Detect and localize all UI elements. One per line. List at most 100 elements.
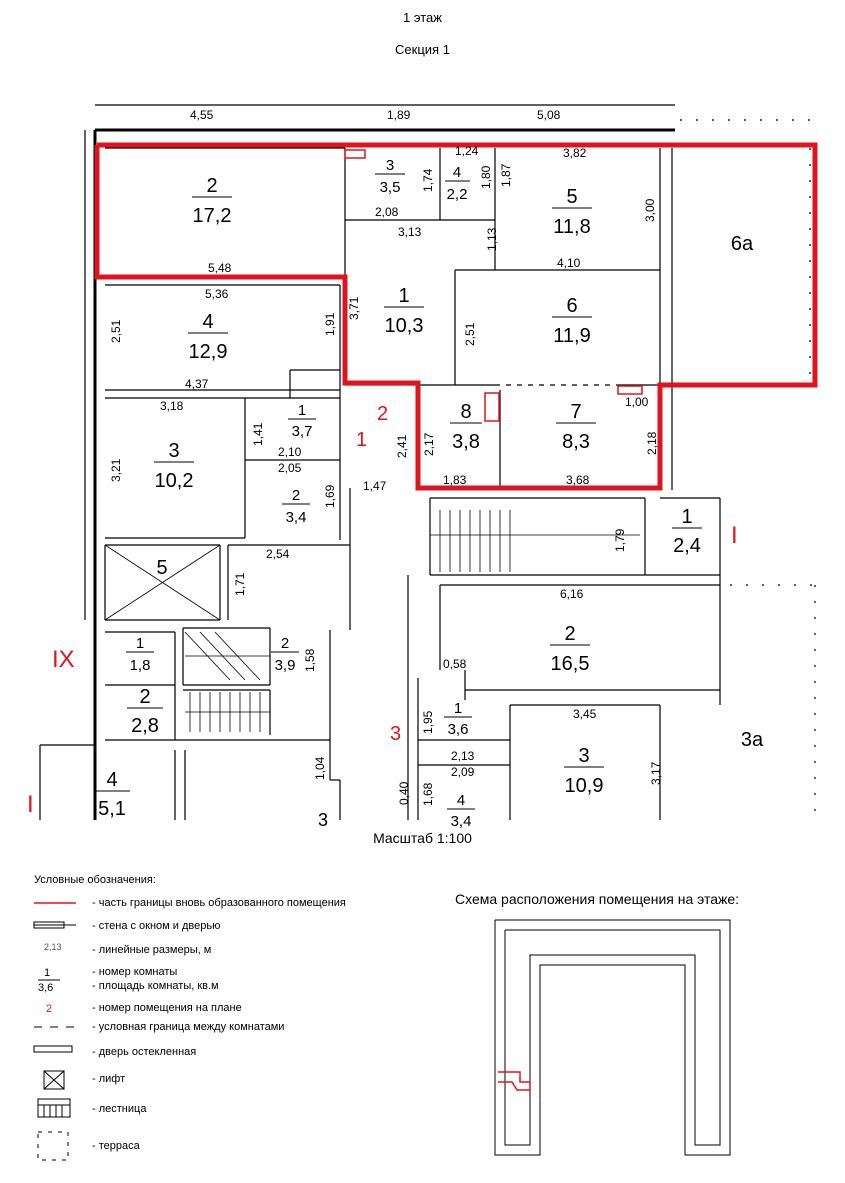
room-label: 12,4 bbox=[672, 506, 702, 557]
room-label: 216,5 bbox=[550, 623, 590, 675]
dim: 0,40 bbox=[397, 781, 411, 805]
svg-text:1: 1 bbox=[398, 285, 409, 307]
dim: 3,00 bbox=[643, 198, 657, 222]
location-scheme bbox=[494, 919, 731, 1156]
dim: 3,18 bbox=[160, 399, 184, 413]
dim: 2,08 bbox=[375, 205, 399, 219]
room-label: 511,8 bbox=[552, 186, 592, 238]
room-label: 22,8 bbox=[127, 686, 163, 737]
svg-text:2: 2 bbox=[139, 686, 150, 708]
svg-text:1: 1 bbox=[454, 700, 462, 717]
dim: 1,69 bbox=[323, 484, 337, 508]
svg-text:2: 2 bbox=[292, 487, 300, 504]
dim: 2,51 bbox=[109, 319, 123, 343]
room-label: 217,2 bbox=[192, 175, 232, 227]
room-label: 23,9 bbox=[271, 635, 299, 674]
svg-text:12,9: 12,9 bbox=[189, 341, 228, 363]
dim: 1,79 bbox=[613, 528, 627, 552]
svg-text:1,8: 1,8 bbox=[130, 657, 151, 674]
svg-text:2,8: 2,8 bbox=[131, 715, 159, 737]
legend-item: - лестница bbox=[92, 1103, 147, 1115]
dim: 4,55 bbox=[190, 108, 214, 122]
room-label: 33,5 bbox=[375, 157, 405, 196]
legend-item: - лифт bbox=[92, 1073, 126, 1085]
svg-text:3,9: 3,9 bbox=[275, 657, 296, 674]
svg-text:7: 7 bbox=[570, 401, 581, 423]
dim: 1,91 bbox=[323, 312, 337, 336]
dim: 1,00 bbox=[625, 395, 649, 409]
legend-sample-area: 3,6 bbox=[38, 982, 53, 994]
premise-I: I bbox=[27, 791, 34, 818]
svg-text:2: 2 bbox=[564, 623, 575, 645]
premise-3: 3 bbox=[390, 723, 401, 745]
svg-text:3: 3 bbox=[386, 157, 394, 174]
svg-text:5: 5 bbox=[156, 557, 167, 579]
room-label: 310,2 bbox=[154, 440, 194, 492]
dim: 1,83 bbox=[443, 473, 467, 487]
svg-text:3: 3 bbox=[578, 745, 589, 767]
svg-text:4: 4 bbox=[202, 311, 213, 333]
svg-text:4: 4 bbox=[453, 164, 461, 181]
svg-text:2: 2 bbox=[281, 635, 289, 652]
scale-label: Масштаб 1:100 bbox=[373, 830, 472, 846]
premise-2: 2 bbox=[377, 403, 388, 425]
svg-text:3,6: 3,6 bbox=[448, 721, 469, 738]
dim: 2,18 bbox=[645, 431, 659, 455]
dim: 4,37 bbox=[185, 377, 209, 391]
dim: 1,89 bbox=[387, 108, 411, 122]
dim: 1,41 bbox=[251, 422, 265, 446]
dim: 5,08 bbox=[537, 108, 561, 122]
svg-text:6а: 6а bbox=[731, 233, 754, 255]
premise-numbers: 2 1 I IX 3 I bbox=[27, 403, 738, 818]
dim: 2,54 bbox=[266, 547, 290, 561]
dim: 1,58 bbox=[303, 648, 317, 672]
dim: 2,41 bbox=[395, 434, 409, 458]
room-label: 43,4 bbox=[447, 792, 475, 830]
svg-text:2: 2 bbox=[206, 175, 217, 197]
legend-item: - линейные размеры, м bbox=[92, 944, 212, 956]
room-label: 45,1 bbox=[94, 769, 130, 820]
dim: 5,48 bbox=[208, 261, 232, 275]
svg-text:3,5: 3,5 bbox=[380, 179, 401, 196]
legend-symbols: 2,13 1 3,6 2 bbox=[33, 902, 76, 1161]
dim: 3,82 bbox=[563, 146, 587, 160]
section-title: Секция 1 bbox=[395, 42, 450, 57]
room-label: 611,9 bbox=[552, 295, 592, 347]
legend-sample-num: 1 bbox=[44, 967, 50, 979]
legend-item: - площадь комнаты, кв.м bbox=[92, 980, 219, 992]
room-label: 412,9 bbox=[188, 311, 228, 363]
svg-text:3,4: 3,4 bbox=[286, 509, 307, 526]
room-label: 11,8 bbox=[126, 635, 154, 674]
dim: 1,80 bbox=[479, 165, 493, 189]
legend-item: - номер помещения на плане bbox=[92, 1002, 242, 1014]
new-premise-boundary bbox=[94, 142, 818, 491]
svg-text:1: 1 bbox=[298, 402, 306, 419]
dim: 1,68 bbox=[421, 782, 435, 806]
dim: 1,13 bbox=[485, 227, 499, 251]
dim: 2,10 bbox=[278, 445, 302, 459]
dim: 2,09 bbox=[451, 765, 475, 779]
dim: 2,13 bbox=[451, 749, 475, 763]
room-label: 6а bbox=[731, 233, 754, 255]
svg-text:1: 1 bbox=[681, 506, 692, 528]
dim: 2,17 bbox=[422, 432, 436, 456]
svg-text:10,9: 10,9 bbox=[565, 775, 604, 797]
dim: 2,05 bbox=[278, 461, 302, 475]
room-label: 110,3 bbox=[384, 285, 424, 337]
svg-text:3: 3 bbox=[318, 810, 328, 830]
stair-treads bbox=[184, 510, 640, 732]
svg-text:8,3: 8,3 bbox=[562, 431, 590, 453]
legend-sample-dim: 2,13 bbox=[44, 942, 62, 952]
room-label: 310,9 bbox=[564, 745, 604, 797]
room-label: 5 bbox=[156, 557, 167, 579]
svg-text:4: 4 bbox=[106, 769, 117, 791]
svg-text:4: 4 bbox=[457, 792, 465, 809]
dim: 1,47 bbox=[363, 479, 387, 493]
svg-text:16,5: 16,5 bbox=[551, 653, 590, 675]
svg-text:3а: 3а bbox=[741, 729, 764, 751]
dim: 1,74 bbox=[421, 168, 435, 192]
dim: 1,04 bbox=[313, 756, 327, 780]
svg-text:1: 1 bbox=[136, 635, 144, 652]
premise-IX: IX bbox=[52, 646, 75, 673]
